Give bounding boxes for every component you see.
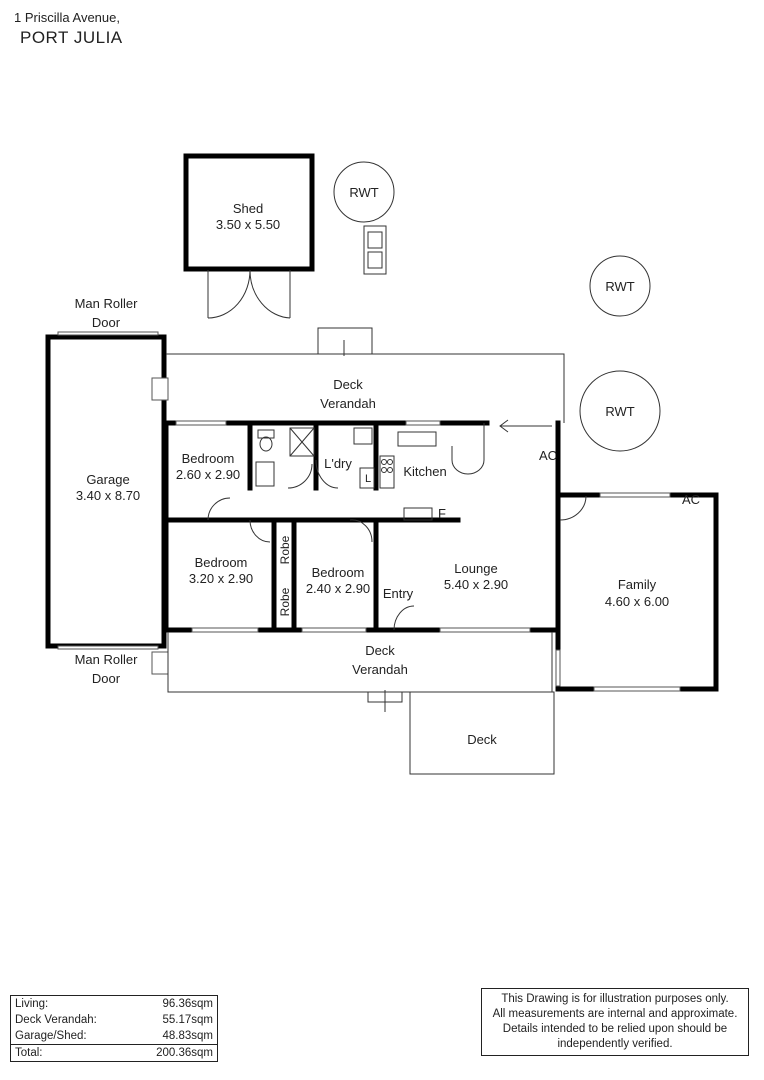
deck-label: Deck — [467, 732, 497, 747]
doors — [207, 459, 587, 631]
man-roller-door-top-label: Man Roller — [75, 296, 139, 311]
deck-verandah-top-label: Verandah — [320, 396, 376, 411]
lounge-dims: 5.40 x 2.90 — [444, 577, 508, 592]
sink-icon — [363, 225, 387, 275]
table-row: Living: 96.36sqm — [11, 996, 218, 1013]
deck-verandah-bottom-label: Deck — [365, 643, 395, 658]
rwt-label: RWT — [349, 185, 378, 200]
family-dims: 4.60 x 6.00 — [605, 594, 669, 609]
man-roller-door-top-label: Door — [92, 315, 121, 330]
disclaimer-box: This Drawing is for illustration purpose… — [481, 988, 749, 1056]
address-suburb: PORT JULIA — [20, 28, 123, 47]
robe-label: Robe — [278, 535, 292, 564]
kitchen-label: Kitchen — [403, 464, 446, 479]
area-summary-table: Living: 96.36sqm Deck Verandah: 55.17sqm… — [10, 995, 218, 1062]
deck-verandah-bottom-label: Verandah — [352, 662, 408, 677]
ac-label: AC — [682, 492, 700, 507]
entry-label: Entry — [383, 586, 414, 601]
area-label: Living: — [15, 998, 49, 1010]
bedroom-1-label: Bedroom — [182, 451, 235, 466]
deck-verandah-bottom: Deck Verandah — [167, 632, 553, 712]
shed-label: Shed — [233, 201, 263, 216]
shed-dims: 3.50 x 5.50 — [216, 217, 280, 232]
rwt-tank-1: RWT — [333, 161, 395, 223]
garage-label: Garage — [86, 472, 129, 487]
fireplace-label: F — [438, 506, 446, 521]
address-line-1: 1 Priscilla Avenue, — [14, 10, 120, 25]
disclaimer-line: This Drawing is for illustration purpose… — [501, 993, 729, 1005]
arrow-left-icon — [499, 419, 552, 433]
deck-verandah-top: Deck Verandah — [166, 327, 565, 423]
linen-cupboard: L — [359, 467, 375, 489]
bedroom-1-dims: 2.60 x 2.90 — [176, 467, 240, 482]
disclaimer-line: Details intended to be relied upon shoul… — [502, 1023, 728, 1035]
area-value: 55.17sqm — [162, 1014, 213, 1026]
rwt-tank-3: RWT — [579, 370, 661, 452]
bedroom-3-dims: 2.40 x 2.90 — [306, 581, 370, 596]
house-walls — [163, 420, 719, 692]
bedroom-3-label: Bedroom — [312, 565, 365, 580]
kitchen-fixtures — [379, 423, 485, 521]
total-label: Total: — [10, 1044, 131, 1062]
deck: Deck — [409, 691, 555, 775]
table-row: Garage/Shed: 48.83sqm — [11, 1028, 218, 1045]
bedroom-2-dims: 3.20 x 2.90 — [189, 571, 253, 586]
deck-verandah-top-label: Deck — [333, 377, 363, 392]
table-row: Deck Verandah: 55.17sqm — [11, 1012, 218, 1028]
man-roller-door-bottom-label: Door — [92, 671, 121, 686]
disclaimer-line: All measurements are internal and approx… — [492, 1008, 738, 1020]
ac-label: AC — [539, 448, 557, 463]
rwt-label: RWT — [605, 404, 634, 419]
area-value: 48.83sqm — [162, 1030, 213, 1042]
linen-label: L — [365, 473, 371, 485]
bathroom-fixtures — [255, 427, 373, 487]
bedroom-2-label: Bedroom — [195, 555, 248, 570]
man-roller-door-bottom-label: Man Roller — [75, 652, 139, 667]
rwt-tank-2: RWT — [589, 255, 651, 317]
total-value: 200.36sqm — [130, 1044, 218, 1062]
rwt-label: RWT — [605, 279, 634, 294]
area-label: Garage/Shed: — [15, 1030, 87, 1042]
garage: Garage 3.40 x 8.70 — [45, 331, 169, 675]
area-label: Deck Verandah: — [15, 1014, 97, 1026]
area-value: 96.36sqm — [162, 998, 213, 1010]
family-label: Family — [618, 577, 657, 592]
laundry-label: L'dry — [324, 456, 352, 471]
total-row: Total: 200.36sqm — [10, 1044, 218, 1062]
disclaimer-line: independently verified. — [557, 1038, 673, 1050]
garage-dims: 3.40 x 8.70 — [76, 488, 140, 503]
robe-label: Robe — [278, 587, 292, 616]
shed: Shed 3.50 x 5.50 — [183, 153, 315, 319]
windows — [175, 420, 681, 692]
lounge-label: Lounge — [454, 561, 497, 576]
